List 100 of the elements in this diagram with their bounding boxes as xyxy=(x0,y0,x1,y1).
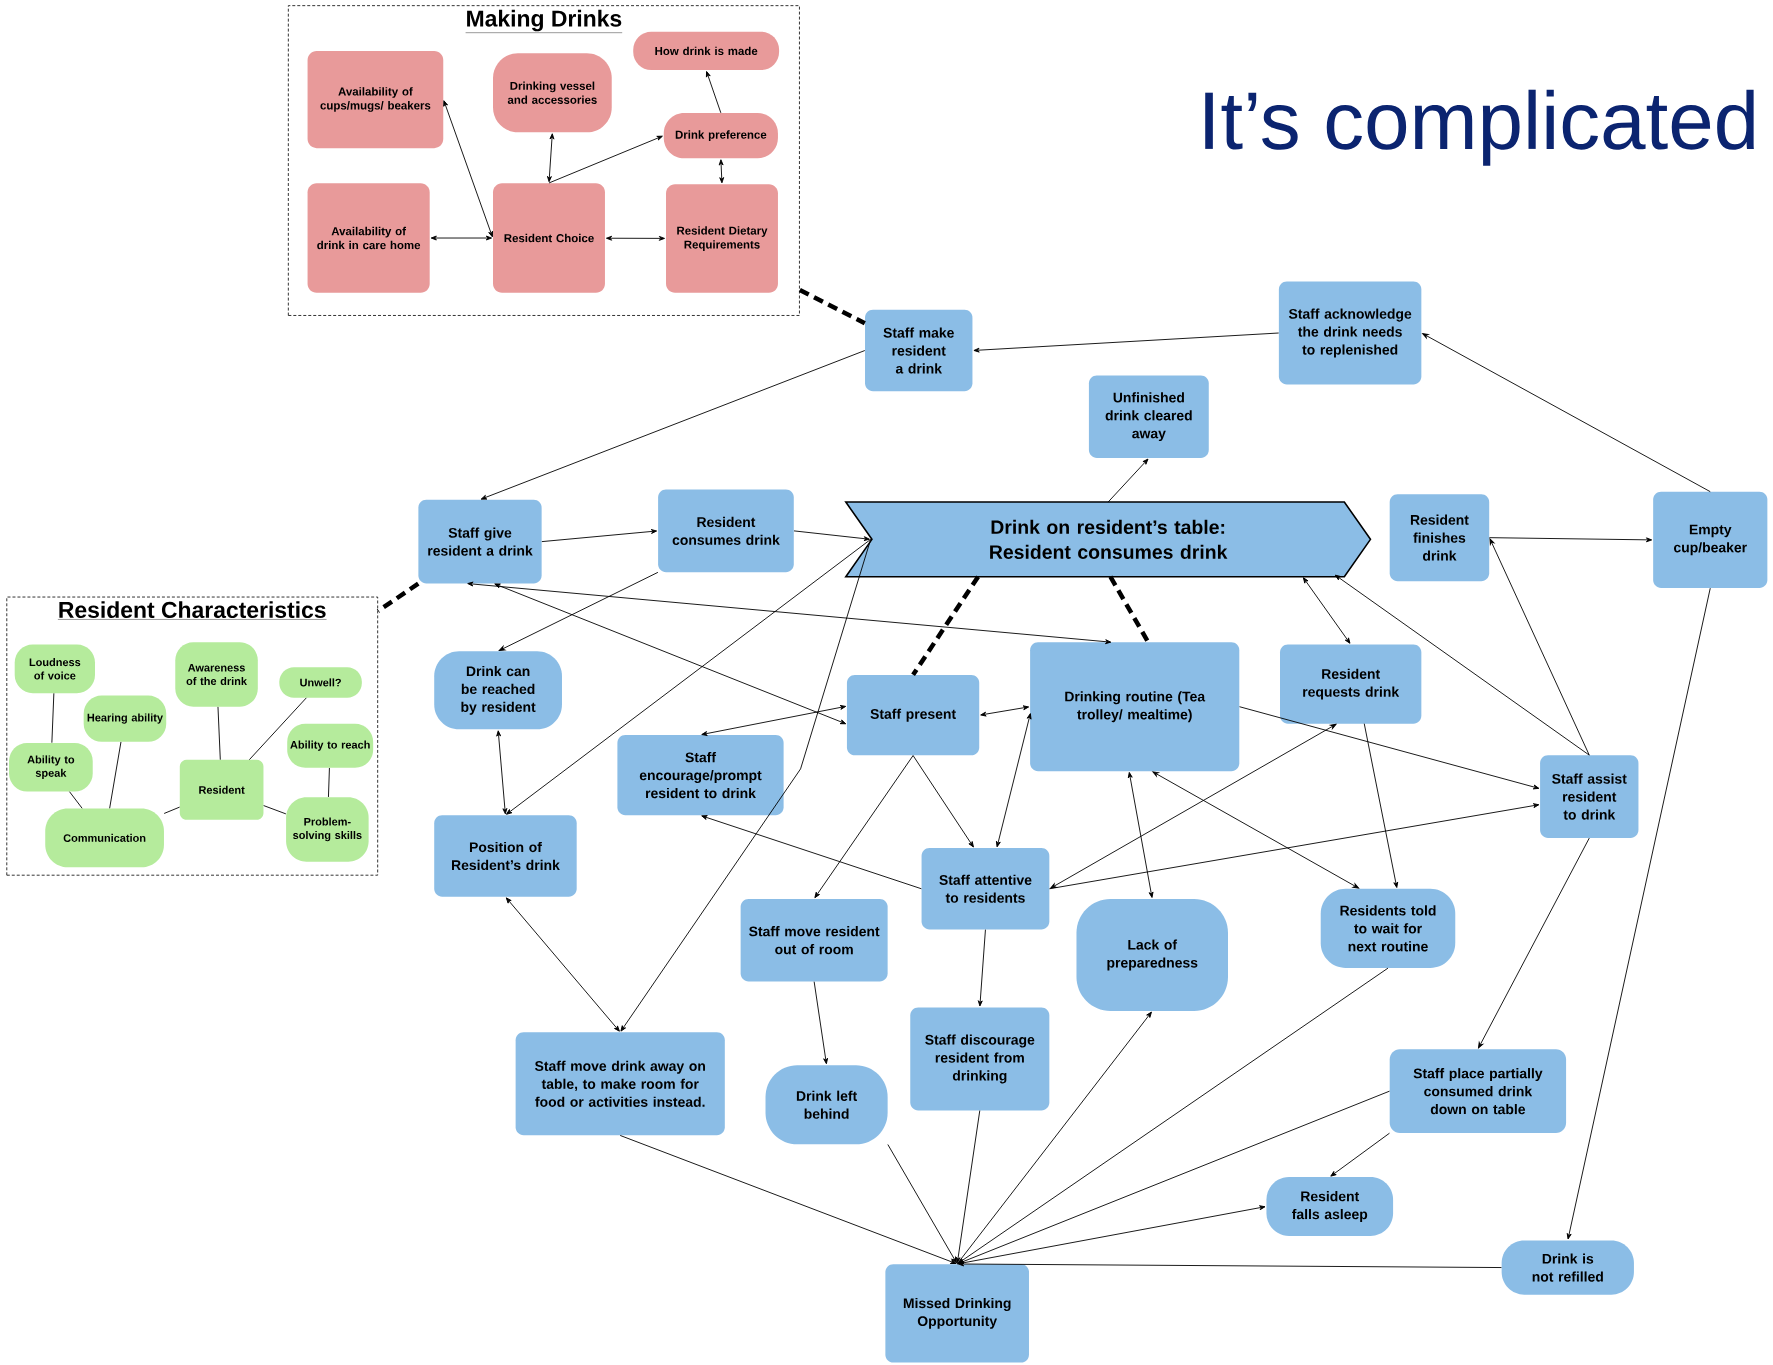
arrow xyxy=(1049,803,1540,890)
process-box: Resident falls asleep xyxy=(1266,1177,1394,1236)
arrow xyxy=(541,529,658,543)
dashed-connector xyxy=(911,575,980,677)
factor-box: Availability of cups/mugs/ beakers xyxy=(307,50,444,149)
arrow xyxy=(467,581,1112,645)
factor-bubble: Ability to speak xyxy=(9,742,93,792)
title: It’s complicated xyxy=(1205,89,1754,166)
arrow xyxy=(995,713,1032,848)
arrow xyxy=(1488,537,1653,543)
arrow xyxy=(494,583,847,725)
process-box: Resident consumes drink xyxy=(658,489,794,573)
process-box: Staff move resident out of room xyxy=(740,898,888,982)
arrow xyxy=(1330,1132,1390,1177)
factor-box: Availability of drink in care home xyxy=(307,183,430,293)
process-box: Empty cup/beaker xyxy=(1653,491,1768,588)
process-box: Missed Drinking Opportunity xyxy=(885,1264,1029,1363)
arrow xyxy=(1334,574,1590,756)
arrow xyxy=(443,100,493,238)
arrow xyxy=(973,332,1280,353)
connector-line xyxy=(69,791,83,809)
arrow xyxy=(1422,333,1711,493)
factor-bubble: Unwell? xyxy=(279,667,362,698)
arrow xyxy=(957,1090,1390,1264)
factor-bubble: Communication xyxy=(45,808,164,868)
arrow xyxy=(705,71,722,114)
process-box: Staff give resident a drink xyxy=(418,499,542,584)
arrow xyxy=(506,538,872,815)
arrow xyxy=(958,1261,1502,1268)
process-box: Staff place partially consumed drink down on table xyxy=(1389,1049,1567,1133)
factor-bubble: Resident xyxy=(179,759,264,820)
arrow xyxy=(1302,577,1351,644)
arrow xyxy=(701,705,847,736)
process-box: Drink is not refilled xyxy=(1501,1240,1634,1295)
arrow xyxy=(1239,706,1540,790)
factor-bubble: Ability to reach xyxy=(287,723,374,768)
process-box: Staff make resident a drink xyxy=(865,309,973,392)
arrow xyxy=(1107,458,1149,503)
connector-line xyxy=(263,805,287,815)
dashed-connector xyxy=(798,288,866,326)
arrow xyxy=(956,1011,1152,1265)
arrow xyxy=(605,235,665,241)
arrow xyxy=(620,538,872,1032)
arrow xyxy=(955,1110,981,1264)
arrow xyxy=(1050,723,1337,889)
arrow xyxy=(498,571,659,651)
arrow xyxy=(814,755,914,899)
chevron-banner: Drink on resident’s table: Resident consumes drink xyxy=(844,501,1372,578)
arrow xyxy=(1478,837,1590,1049)
process-box: Lack of preparedness xyxy=(1076,898,1228,1011)
arrow xyxy=(1566,587,1711,1240)
arrow xyxy=(1152,771,1360,889)
arrow xyxy=(548,135,663,184)
process-box: Drink can be reached by resident xyxy=(434,651,562,730)
connector-line xyxy=(163,806,181,814)
arrow xyxy=(480,350,866,500)
factor-bubble: Loudness of voice xyxy=(14,644,95,694)
factor-box: Drink preference xyxy=(663,113,778,159)
connector-line xyxy=(328,767,330,798)
process-box: Staff acknowledge the drink needs to replenished xyxy=(1278,281,1422,385)
process-box: Drinking routine (Tea trolley/ mealtime) xyxy=(1030,642,1240,772)
connector-line xyxy=(51,692,55,744)
arrow xyxy=(912,755,974,848)
arrow xyxy=(977,929,986,1007)
process-box: Resident requests drink xyxy=(1280,644,1422,724)
connector-line xyxy=(217,706,221,761)
arrow xyxy=(887,1144,957,1264)
process-box: Position of Resident’s drink xyxy=(434,815,577,897)
factor-box: Resident Dietary Requirements xyxy=(666,184,778,293)
factor-box: How drink is made xyxy=(633,31,780,71)
process-box: Staff attentive to residents xyxy=(921,848,1050,930)
factor-bubble: Awareness of the drink xyxy=(175,642,258,707)
arrow xyxy=(793,530,870,542)
connector-line xyxy=(109,741,122,809)
arrow xyxy=(701,815,922,890)
factor-bubble: Problem-solving skills xyxy=(286,797,369,862)
arrow xyxy=(980,705,1030,717)
arrow xyxy=(956,1205,1266,1265)
factor-box: Drinking vessel and accessories xyxy=(493,53,612,133)
process-box: Staff assist resident to drink xyxy=(1540,755,1639,838)
arrow xyxy=(496,730,508,815)
process-box: Staff move drink away on table, to make room for food or activities instead. xyxy=(515,1032,725,1136)
arrow xyxy=(718,159,725,184)
process-box: Unfinished drink cleared away xyxy=(1088,375,1209,458)
process-box: Drink left behind xyxy=(765,1065,888,1145)
arrow xyxy=(957,967,1389,1264)
dashed-connector xyxy=(376,581,420,613)
factor-bubble: Hearing ability xyxy=(83,695,167,742)
arrow xyxy=(547,133,555,183)
arrow xyxy=(619,1135,957,1264)
arrow xyxy=(1127,771,1154,898)
connector-line xyxy=(248,697,307,761)
dashed-connector xyxy=(1108,575,1151,644)
arrow xyxy=(1489,538,1590,756)
arrow xyxy=(505,897,620,1032)
process-box: Residents told to wait for next routine xyxy=(1320,888,1456,968)
process-box: Resident finishes drink xyxy=(1389,494,1490,582)
arrow xyxy=(430,235,492,241)
factor-box: Resident Choice xyxy=(493,183,605,293)
arrow xyxy=(1363,723,1399,888)
